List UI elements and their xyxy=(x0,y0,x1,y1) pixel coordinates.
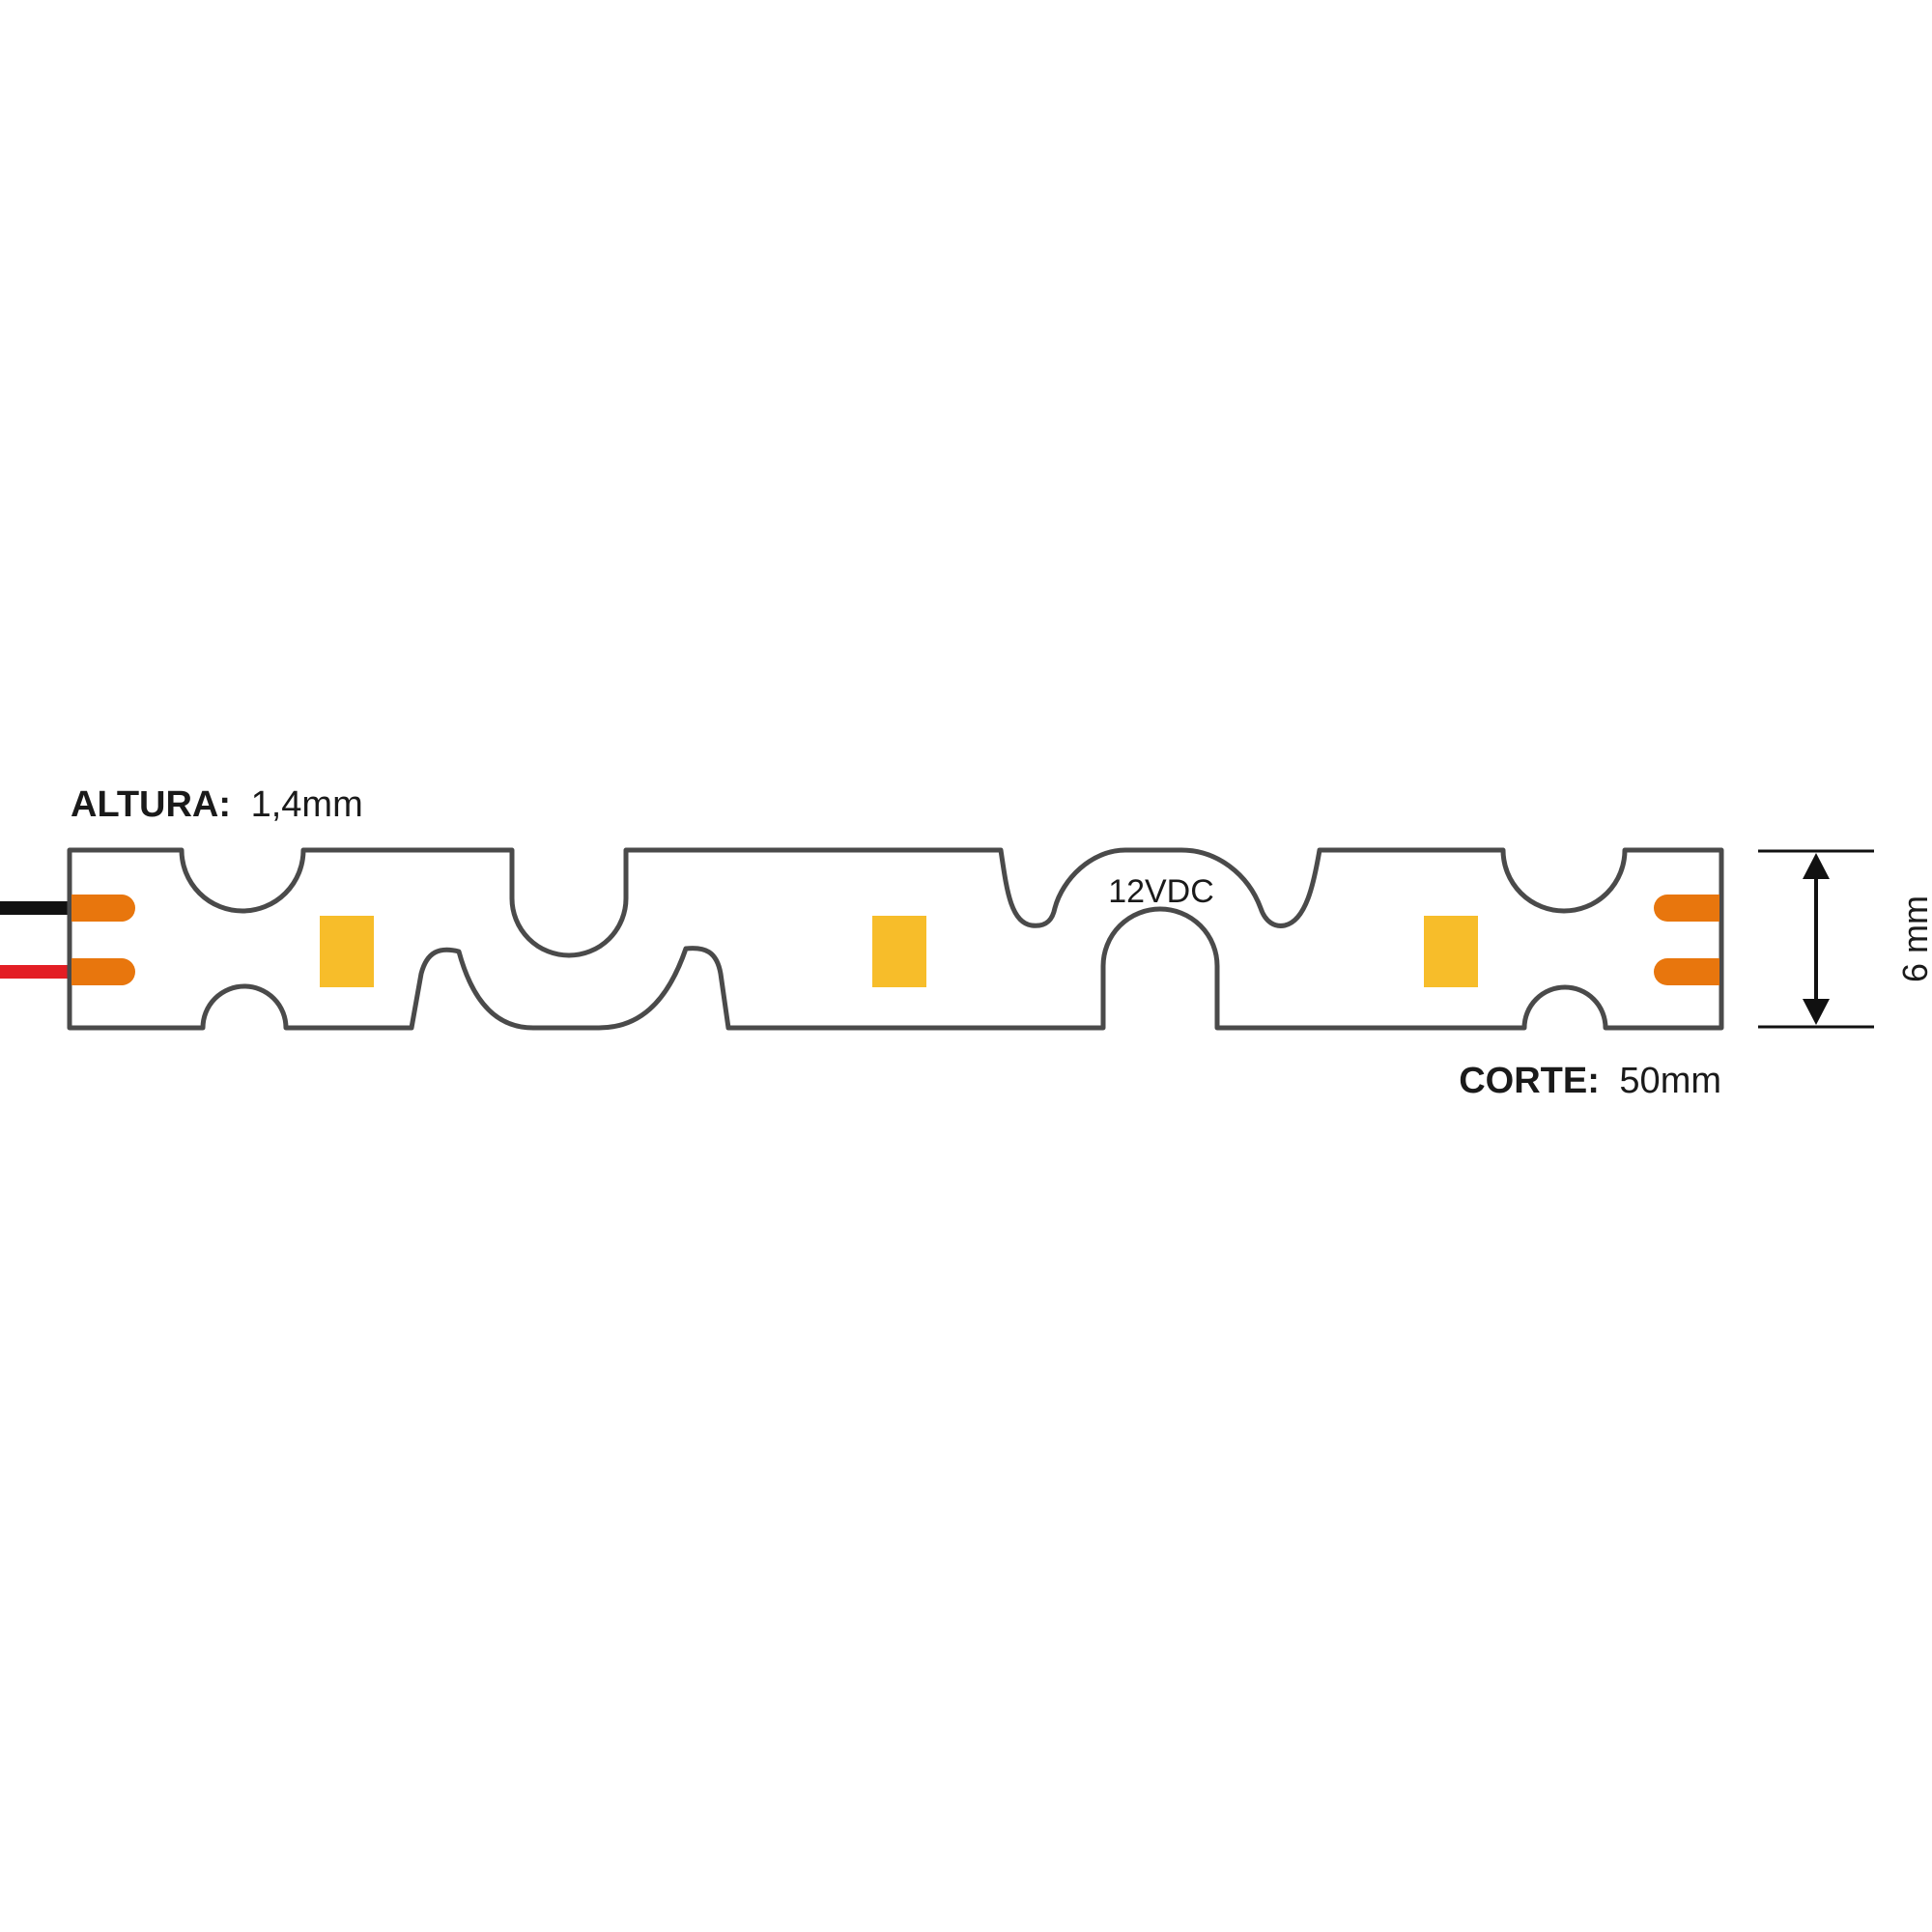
solder-pad-left-bottom xyxy=(71,958,135,985)
height-value: 1,4mm xyxy=(251,784,363,825)
led-chip-icon xyxy=(872,916,926,987)
solder-pad-right-bottom xyxy=(1654,958,1719,985)
voltage-label: 12VDC xyxy=(1108,873,1214,910)
solder-pad-left-top xyxy=(71,895,135,922)
double-arrow-icon xyxy=(1803,853,1830,879)
height-label: ALTURA: 1,4mm xyxy=(71,784,363,825)
led-chip-icon xyxy=(320,916,374,987)
led-chip-icon xyxy=(1424,916,1478,987)
double-arrow-icon xyxy=(1803,999,1830,1025)
height-key: ALTURA: xyxy=(71,784,231,825)
cut-label: CORTE: 50mm xyxy=(1459,1061,1721,1101)
solder-pad-right-top xyxy=(1654,895,1719,922)
cut-key: CORTE: xyxy=(1459,1061,1600,1101)
width-label: 6 mm xyxy=(1895,895,1932,982)
cut-value: 50mm xyxy=(1619,1061,1721,1101)
width-dimension: 6 mm xyxy=(1758,849,1932,1029)
